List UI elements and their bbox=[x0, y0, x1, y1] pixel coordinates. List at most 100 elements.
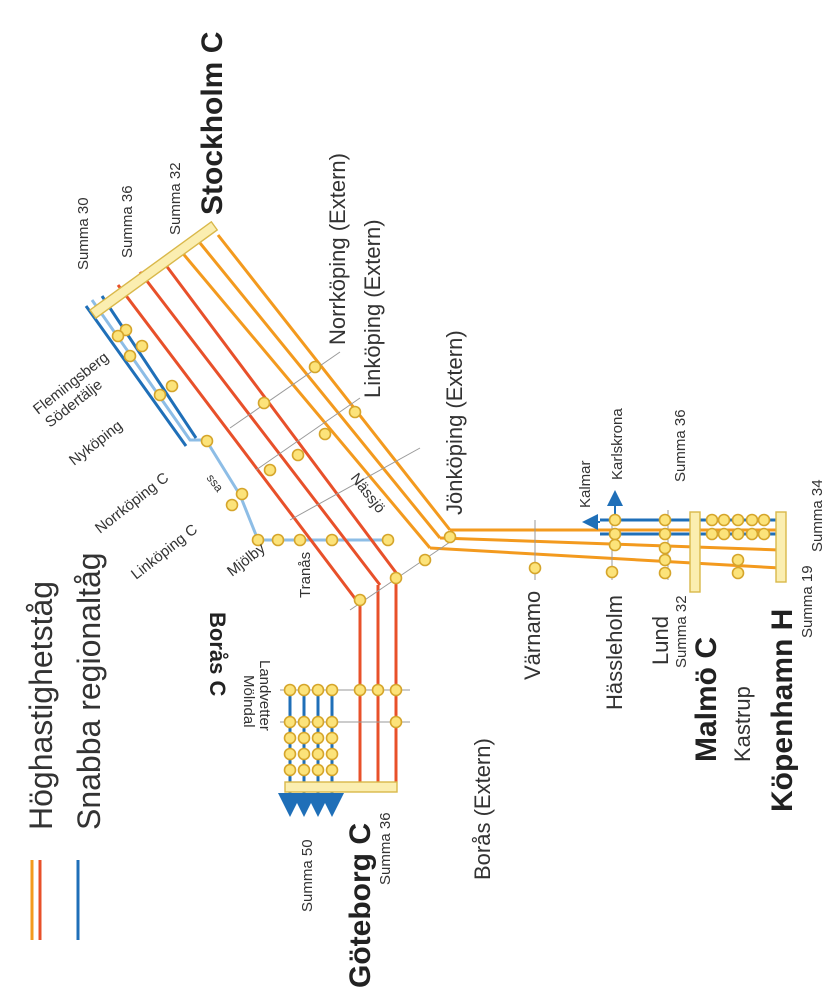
legend-high-speed-label: Höghastighetståg bbox=[23, 581, 59, 830]
station-dot bbox=[325, 683, 339, 697]
station-dot bbox=[717, 527, 731, 541]
station-dot bbox=[528, 561, 542, 575]
stockholm-branch bbox=[84, 234, 452, 606]
station-dot bbox=[311, 683, 325, 697]
summa-goteborg-50: Summa 50 bbox=[299, 839, 316, 912]
malmo-label: Malmö C bbox=[690, 637, 723, 762]
summa-stockholm-36: Summa 36 bbox=[119, 185, 136, 258]
station-dot bbox=[389, 683, 403, 697]
station-dot bbox=[153, 388, 167, 402]
station-dot bbox=[251, 533, 265, 547]
station-dot bbox=[297, 683, 311, 697]
station-dot bbox=[705, 513, 719, 527]
station-dot bbox=[293, 533, 307, 547]
station-dot bbox=[389, 715, 403, 729]
station-dot bbox=[371, 683, 385, 697]
station-dot bbox=[225, 498, 239, 512]
station-dot bbox=[353, 593, 367, 607]
station-dot bbox=[165, 379, 179, 393]
kalmar-label: Kalmar bbox=[577, 460, 594, 508]
stockholm-terminal-bar bbox=[89, 220, 219, 320]
varnamo-label: Värnamo bbox=[520, 591, 545, 680]
karlskrona-label: Karlskrona bbox=[609, 408, 626, 480]
kopenhamn-label: Köpenhamn H bbox=[766, 609, 799, 812]
station-dot bbox=[658, 513, 672, 527]
station-dot bbox=[283, 683, 297, 697]
stockholm-label: Stockholm C bbox=[196, 32, 229, 215]
station-dot bbox=[731, 553, 745, 567]
kopenhamn-terminal-bar bbox=[775, 511, 787, 583]
summa-lund-32: Summa 32 bbox=[673, 595, 690, 668]
station-dot bbox=[418, 553, 432, 567]
station-dot bbox=[325, 715, 339, 729]
station-dot bbox=[297, 747, 311, 761]
station-dot bbox=[325, 747, 339, 761]
nykoping-label: Nyköping bbox=[66, 417, 126, 469]
station-dot bbox=[235, 487, 249, 501]
norrkoping-c-label: Norrköping C bbox=[92, 469, 172, 537]
station-dot bbox=[608, 527, 622, 541]
station-dot bbox=[731, 513, 745, 527]
station-dot bbox=[297, 715, 311, 729]
station-dot bbox=[443, 530, 457, 544]
station-dot bbox=[381, 533, 395, 547]
station-dot bbox=[135, 339, 149, 353]
station-dot bbox=[658, 566, 672, 580]
station-dot bbox=[291, 448, 305, 462]
station-dot bbox=[658, 553, 672, 567]
station-dot bbox=[757, 513, 771, 527]
station-dot bbox=[717, 513, 731, 527]
linkoping-c-label: Linköping C bbox=[128, 521, 201, 583]
station-dot bbox=[389, 571, 403, 585]
boras-ext-label: Borås (Extern) bbox=[470, 738, 495, 880]
landvetter-label: Landvetter bbox=[256, 660, 273, 731]
station-dot bbox=[318, 427, 332, 441]
summa-goteborg-36: Summa 36 bbox=[377, 812, 394, 885]
station-dot bbox=[308, 360, 322, 374]
legend-high-speed-swatch bbox=[30, 860, 42, 940]
station-dot bbox=[757, 527, 771, 541]
station-dot bbox=[311, 747, 325, 761]
legend-regional-label: Snabba regionaltåg bbox=[71, 552, 107, 830]
station-dot bbox=[257, 396, 271, 410]
mjolby-label: Mjölby bbox=[224, 540, 269, 580]
station-dot bbox=[731, 527, 745, 541]
molndal-label: Mölndal bbox=[240, 675, 257, 728]
station-dot bbox=[608, 538, 622, 552]
legend: Höghastighetståg Snabba regionaltåg bbox=[23, 552, 107, 940]
station-dots bbox=[111, 323, 771, 777]
station-dot bbox=[325, 763, 339, 777]
goteborg-terminal-bar bbox=[284, 781, 398, 793]
station-dot bbox=[297, 731, 311, 745]
station-dot bbox=[658, 541, 672, 555]
station-dot bbox=[283, 747, 297, 761]
station-dot bbox=[745, 513, 759, 527]
malmo-terminal-bar bbox=[689, 511, 701, 593]
station-dot bbox=[283, 715, 297, 729]
station-dot bbox=[263, 463, 277, 477]
jonkoping-ext-label: Jönköping (Extern) bbox=[442, 330, 467, 515]
norrkoping-ext-label: Norrköping (Extern) bbox=[325, 153, 350, 345]
station-dot bbox=[283, 731, 297, 745]
station-dot bbox=[325, 731, 339, 745]
station-dot bbox=[111, 329, 125, 343]
summa-stockholm-30: Summa 30 bbox=[75, 197, 92, 270]
labels: Stockholm C Summa 30 Summa 36 Summa 32 F… bbox=[30, 32, 823, 988]
hassleholm-label: Hässleholm bbox=[602, 595, 627, 710]
station-dot bbox=[705, 527, 719, 541]
lund-label: Lund bbox=[648, 616, 673, 665]
summa-stockholm-32: Summa 32 bbox=[167, 162, 184, 235]
linkoping-ext-label: Linköping (Extern) bbox=[360, 219, 385, 398]
station-dot bbox=[271, 533, 285, 547]
summa-kopenhamn-34: Summa 34 bbox=[809, 479, 823, 552]
station-dot bbox=[325, 533, 339, 547]
tranas-label: Tranås bbox=[297, 552, 314, 598]
boras-c-label: Borås C bbox=[205, 612, 230, 696]
station-dot bbox=[311, 715, 325, 729]
station-dot bbox=[200, 434, 214, 448]
station-dot bbox=[311, 731, 325, 745]
terminal-bars bbox=[89, 220, 787, 793]
station-dot bbox=[123, 349, 137, 363]
